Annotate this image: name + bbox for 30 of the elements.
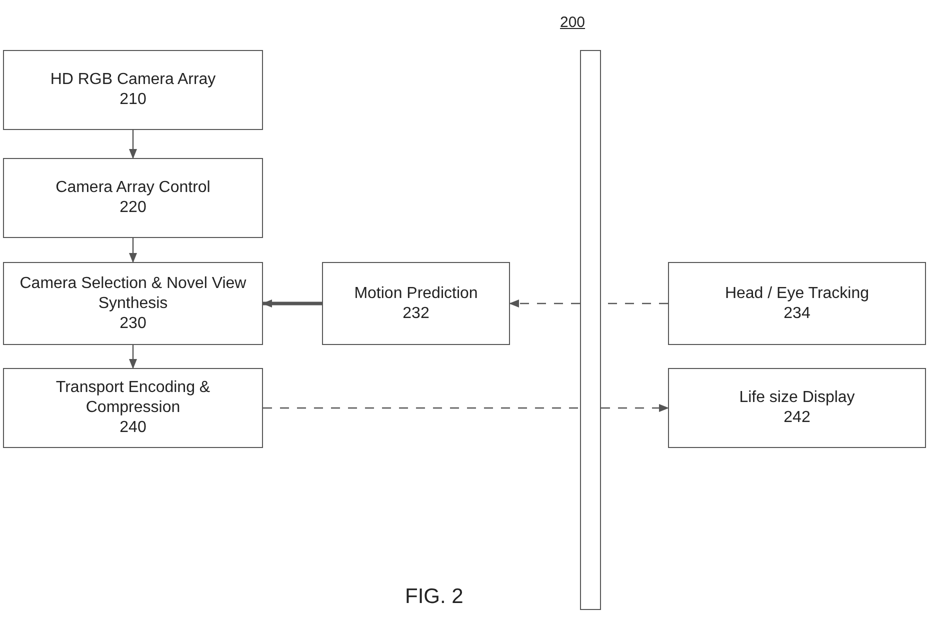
dashed-arrow [601, 404, 669, 412]
box-label: Life size Display [739, 388, 855, 408]
box-label: Camera Array Control [56, 178, 210, 198]
reference-number: 242 [784, 408, 810, 428]
arrow [129, 345, 137, 369]
process-box [668, 368, 926, 448]
process-box [3, 262, 263, 345]
vertical-bar [580, 50, 601, 610]
arrow [129, 130, 137, 159]
box-label: Head / Eye Tracking [724, 284, 870, 304]
process-box [3, 158, 263, 238]
reference-number: 220 [120, 198, 146, 218]
process-box [3, 50, 263, 130]
reference-number: 240 [120, 418, 146, 438]
dashed-arrow [509, 300, 580, 308]
box-label: Transport Encoding & Compression [54, 378, 212, 418]
reference-number: 232 [402, 304, 430, 324]
box-label: Motion Prediction [354, 284, 478, 304]
process-box [3, 368, 263, 448]
box-label: HD RGB Camera Array [50, 70, 216, 90]
arrow [262, 300, 322, 308]
reference-number: 234 [784, 304, 810, 324]
reference-number: 230 [120, 314, 146, 334]
process-box [322, 262, 510, 345]
figure-number: 200 [560, 14, 586, 31]
box-label: Camera Selection & Novel View Synthesis [18, 274, 248, 314]
arrow [129, 238, 137, 263]
reference-number: 210 [120, 90, 146, 110]
process-box [668, 262, 926, 345]
figure-caption: FIG. 2 [405, 585, 464, 609]
